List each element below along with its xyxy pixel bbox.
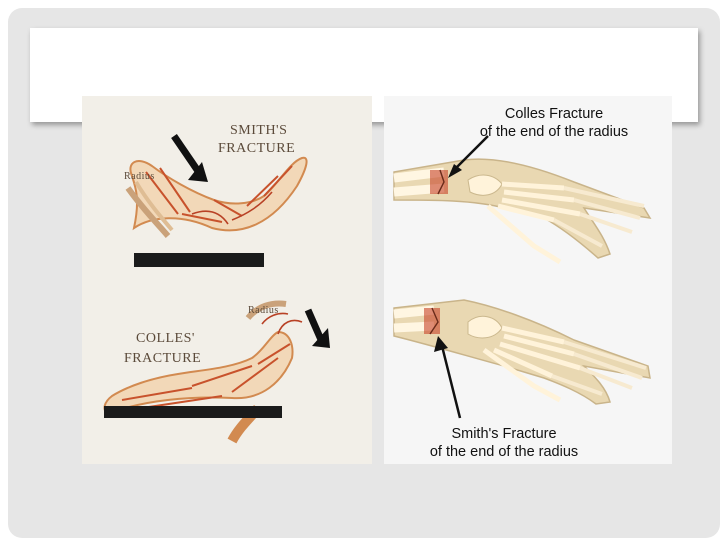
smith-hand-illustration (125, 134, 308, 267)
colles-skeleton-illustration (393, 135, 652, 265)
right-illustration-panel: Colles Fracture of the end of the radius… (384, 96, 672, 464)
xray-style-illustrations (393, 135, 652, 419)
smith-label-line1: SMITH'S (230, 123, 288, 138)
smith-caption-line1: Smith's Fracture (451, 426, 557, 442)
left-illustration-panel: SMITH'S FRACTURE Radius COLLES' FRACTURE… (82, 96, 372, 464)
smith-caption-line2: of the end of the radius (429, 444, 579, 460)
colles-label-line1: COLLES' (136, 331, 195, 346)
colles-label-line2: FRACTURE (124, 351, 202, 366)
smith-label-line2: FRACTURE (218, 141, 296, 156)
colles-hand-illustration (103, 300, 330, 444)
radius-label-bottom: Radius (248, 305, 279, 316)
colles-caption-line2: of the end of the radius (479, 124, 629, 140)
smith-skeleton-illustration (393, 299, 651, 419)
fracture-illustrations (103, 134, 330, 444)
radius-label-top: Radius (124, 171, 155, 182)
colles-caption-line1: Colles Fracture (504, 106, 604, 122)
